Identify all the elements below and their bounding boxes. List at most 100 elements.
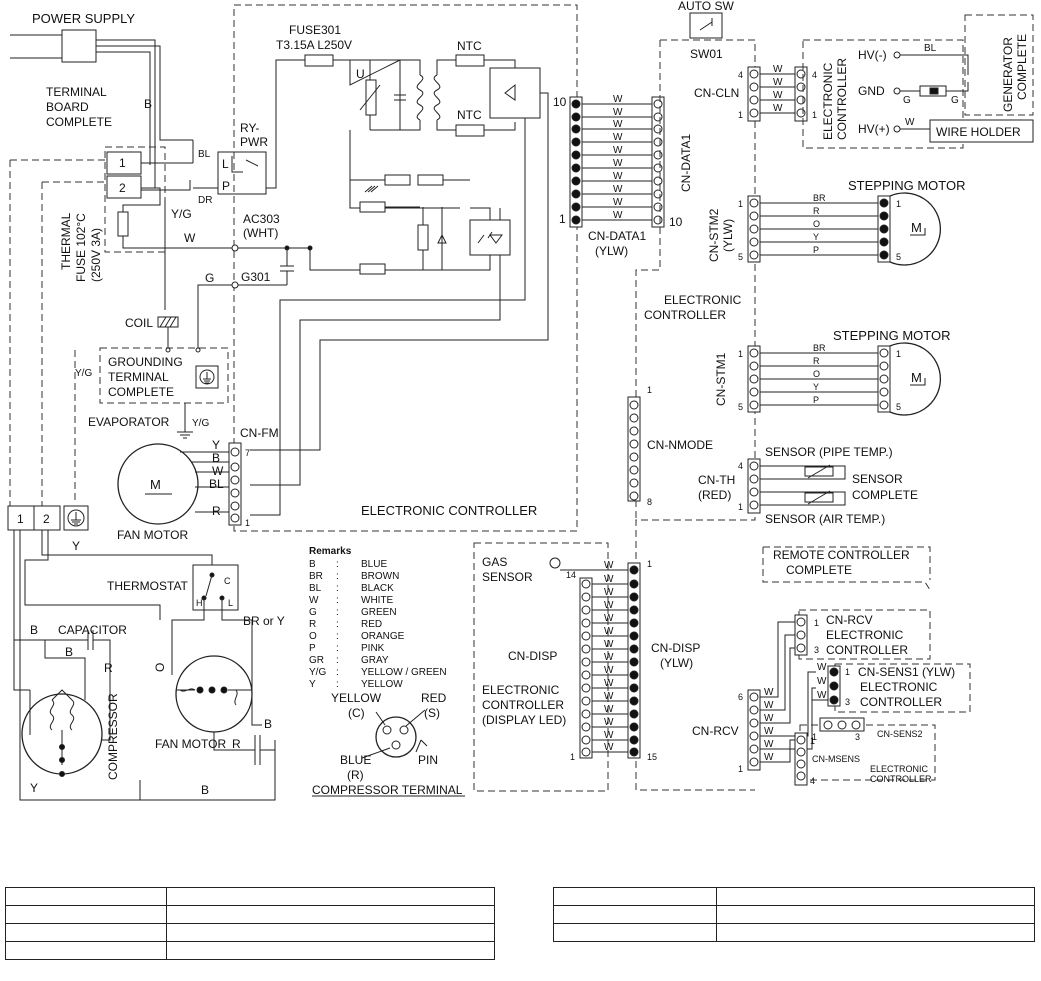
svg-text:ORANGE: ORANGE	[361, 631, 405, 642]
msens-connector	[794, 732, 808, 786]
hv-gnd: GND	[858, 84, 885, 98]
svg-text:W: W	[764, 687, 774, 698]
remarks-legend: Remarks B :BLUE BR :BROWN BL :BLACK W :W…	[309, 546, 447, 690]
svg-text:W: W	[604, 639, 614, 650]
rcv-box-connector	[794, 614, 808, 656]
thermostat-bry: BR or Y	[243, 614, 285, 628]
svg-text:W: W	[773, 77, 783, 88]
stm2-name-2: (YLW)	[721, 219, 735, 252]
cn-fm-pin7: 7	[245, 448, 250, 458]
disp-pin14: 14	[566, 570, 576, 580]
sens1-pin3: 3	[845, 697, 850, 707]
fan-motor-outdoor-label: FAN MOTOR	[155, 737, 226, 751]
disp-pin1-left: 1	[570, 752, 575, 762]
relay-name-1: RY-	[240, 121, 259, 135]
cln-pin4: 4	[738, 70, 743, 80]
fan-motor-outdoor-r: R	[232, 737, 241, 751]
svg-text:GRAY: GRAY	[361, 655, 389, 666]
remote-label-1: REMOTE CONTROLLER	[773, 548, 910, 562]
hv-minus: HV(-)	[858, 48, 887, 62]
compressor-terminal	[361, 709, 428, 759]
terminal-2: 2	[119, 181, 126, 195]
ec-right-label-2: CONTROLLER	[644, 308, 726, 322]
svg-text:W: W	[613, 119, 623, 130]
main-controller-label: ELECTRONIC CONTROLLER	[361, 503, 537, 518]
ntc-2: NTC	[457, 108, 482, 122]
coil-label: COIL	[125, 316, 153, 330]
grounding-terminal	[99, 347, 229, 439]
rcv-box-2: ELECTRONIC	[826, 628, 904, 642]
ac303-label-2: (WHT)	[243, 226, 278, 240]
svg-text:(250V 3A): (250V 3A)	[89, 228, 103, 282]
cnth-air: SENSOR (AIR TEMP.)	[765, 512, 885, 526]
cnth-pin1: 1	[738, 502, 743, 512]
svg-text:W: W	[613, 132, 623, 143]
compressor-y: Y	[30, 781, 38, 795]
nmode-label: CN-NMODE	[647, 438, 713, 452]
svg-text:W: W	[764, 752, 774, 763]
relay-p: P	[222, 179, 230, 193]
stm1-pin1: 1	[738, 349, 743, 359]
svg-text:Y: Y	[813, 232, 819, 242]
out-y: Y	[72, 539, 80, 553]
outdoor-bottom-b: B	[201, 783, 209, 797]
rcv-box-1: CN-RCV	[826, 613, 873, 627]
ntc-1: NTC	[457, 39, 482, 53]
cn-stm1	[747, 342, 941, 416]
svg-text:YELLOW / GREEN: YELLOW / GREEN	[361, 667, 447, 678]
terminal-board	[104, 146, 166, 253]
svg-text:W: W	[613, 107, 623, 118]
gas-sensor-1: GAS	[482, 555, 507, 569]
stm2-pin1: 1	[738, 199, 743, 209]
cn-data1-wire-labels: W W W W W W W W W W	[613, 94, 623, 221]
cn-data1-right	[582, 96, 665, 228]
remote-label-2: COMPLETE	[786, 563, 852, 577]
svg-text:G: G	[309, 607, 317, 618]
stm1-pin5-right: 5	[896, 402, 901, 412]
wire-dr-1: DR	[198, 195, 212, 206]
svg-text:W: W	[817, 690, 827, 701]
svg-text:W: W	[764, 713, 774, 724]
svg-text:Y/G: Y/G	[309, 667, 326, 678]
generator-label-2: COMPLETE	[1015, 34, 1029, 100]
svg-text::: :	[336, 655, 339, 666]
hv-controller-boundary	[802, 39, 964, 149]
cln-pin1: 1	[738, 110, 743, 120]
disp-ec-2: CONTROLLER	[482, 698, 564, 712]
svg-text:BLUE: BLUE	[361, 559, 387, 570]
cn-rcv-label: CN-RCV	[692, 724, 739, 738]
svg-text:W: W	[613, 171, 623, 182]
rcv-box-pin3: 3	[814, 645, 819, 655]
wire-g-1: G	[205, 271, 214, 285]
cln-pin1-right: 1	[812, 110, 817, 120]
disp-ec-3: (DISPLAY LED)	[482, 713, 566, 727]
generator-label-1: GENERATOR	[1001, 37, 1015, 112]
fm-wire-w: W	[212, 464, 224, 478]
capacitor-r: R	[104, 661, 113, 675]
sens2-label: CN-SENS2	[877, 729, 923, 739]
outdoor-o: O	[153, 663, 167, 672]
svg-text:W: W	[604, 613, 614, 624]
svg-text:P: P	[813, 245, 819, 255]
disp-left-label: CN-DISP	[508, 649, 557, 663]
auto-sw-code: SW01	[690, 47, 723, 61]
cn-data1-left	[569, 96, 583, 228]
svg-text:W: W	[613, 94, 623, 105]
g301-label: G301	[241, 270, 271, 284]
cn-th	[747, 458, 846, 514]
rcv-box-pin1: 1	[814, 618, 819, 628]
hv-bl: BL	[924, 43, 937, 54]
svg-text:W: W	[604, 652, 614, 663]
data1-pin1: 1	[559, 212, 566, 226]
hv-plus: HV(+)	[858, 122, 890, 136]
cnth-complete-1: SENSOR	[852, 472, 903, 486]
line-filter	[250, 54, 549, 451]
svg-text:PINK: PINK	[361, 643, 385, 654]
ct-s: (S)	[424, 706, 440, 720]
wire-yg-1: Y/G	[171, 207, 192, 221]
controller-internals	[250, 118, 526, 516]
svg-text:W: W	[604, 587, 614, 598]
cn-fm-connector	[180, 442, 242, 526]
svg-text:GR: GR	[309, 655, 324, 666]
capacitor-label: CAPACITOR	[58, 623, 127, 637]
